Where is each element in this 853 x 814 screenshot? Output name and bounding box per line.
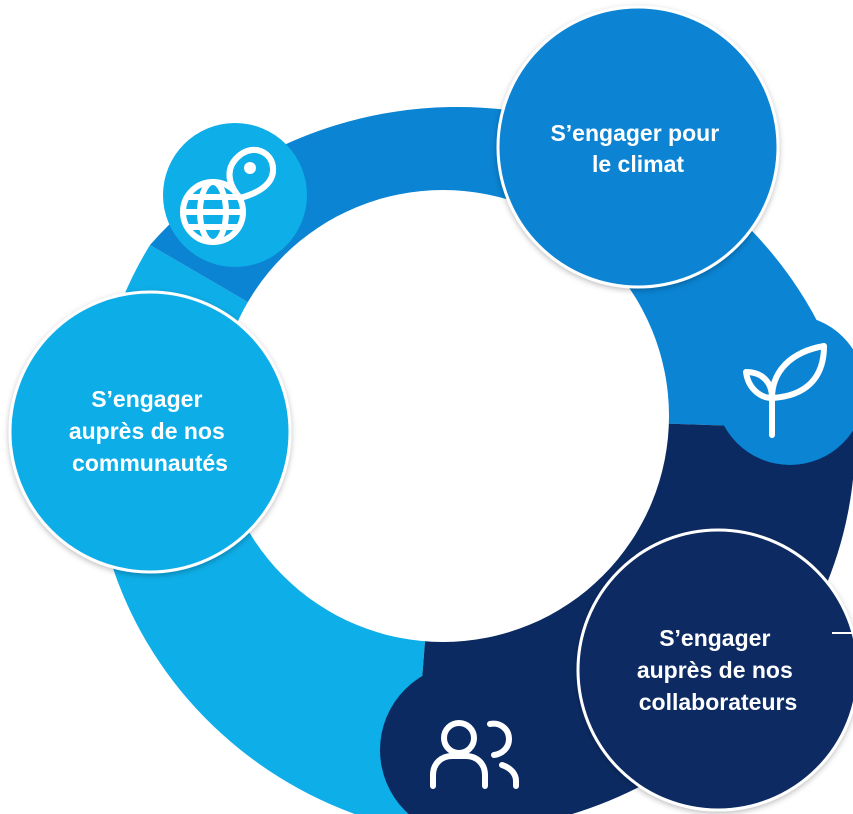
globe-pin-icon bbox=[180, 147, 276, 245]
bubble-communautes: S’engager auprès de nos communautés bbox=[8, 290, 292, 574]
bubble-climat-label: S’engager pour le climat bbox=[550, 120, 725, 177]
sprout-icon-disc bbox=[715, 315, 853, 465]
bubble-climat: S’engager pour le climat bbox=[496, 5, 780, 289]
bubble-communautes-label: S’engager auprès de nos communautés bbox=[69, 386, 231, 476]
sprout-icon bbox=[743, 343, 827, 438]
bubble-collaborateurs-label: S’engager auprès de nos collaborateurs bbox=[637, 625, 799, 715]
people-icon bbox=[430, 720, 519, 789]
bubble-collaborateurs: S’engager auprès de nos collaborateurs bbox=[576, 528, 853, 812]
people-icon-disc bbox=[380, 664, 552, 814]
